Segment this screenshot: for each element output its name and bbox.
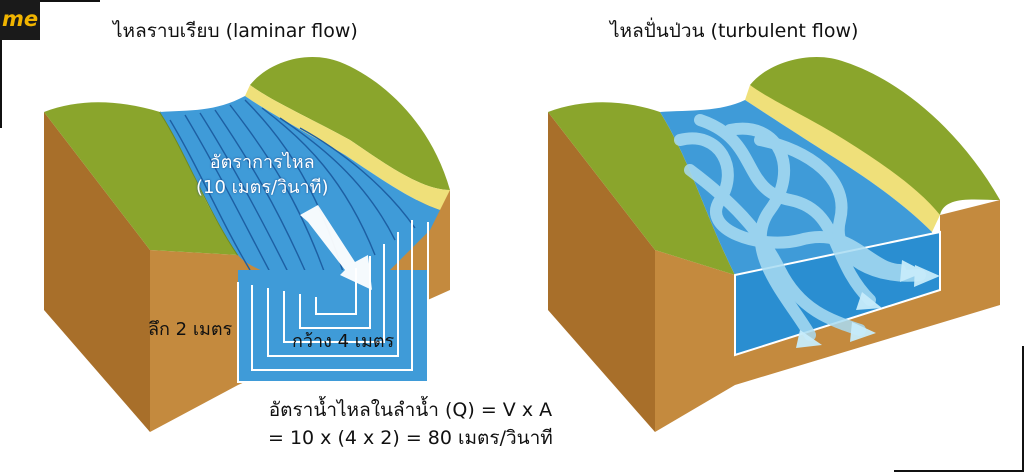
discharge-formula: อัตราน้ำไหลในลำน้ำ (Q) = V x A = 10 x (4… xyxy=(268,396,553,452)
corner-frame-line xyxy=(894,470,1024,472)
brand-logo: me xyxy=(0,0,40,40)
laminar-cross-section xyxy=(237,220,429,383)
grass-bank-right xyxy=(750,56,1000,215)
width-label: กว้าง 4 เมตร xyxy=(292,331,395,352)
flow-direction-arrow xyxy=(300,205,372,290)
grass-bank-right xyxy=(250,56,450,190)
formula-line-1: อัตราน้ำไหลในลำน้ำ (Q) = V x A xyxy=(268,399,553,421)
sand-strip xyxy=(745,85,940,232)
corner-frame-line xyxy=(0,40,2,128)
turbulent-eddies xyxy=(674,114,926,341)
sand-strip xyxy=(245,85,450,210)
flow-rate-label: อัตราการไหล (10 เมตร/วินาที) xyxy=(196,150,329,200)
grass-bank-left xyxy=(44,102,238,255)
soil-front-left xyxy=(655,250,735,432)
soil-side xyxy=(548,112,655,432)
formula-line-2: = 10 x (4 x 2) = 80 เมตร/วินาที xyxy=(268,427,553,449)
eddy-arrowheads xyxy=(796,260,940,348)
water-surface xyxy=(160,96,440,300)
soil-front-left xyxy=(150,250,238,432)
depth-label: ลึก 2 เมตร xyxy=(148,319,233,340)
grass-bank-left xyxy=(548,102,735,275)
turbulent-block xyxy=(548,56,1000,432)
flow-rate-title: อัตราการไหล xyxy=(209,152,315,173)
laminar-flow-lines xyxy=(169,99,416,296)
laminar-flow-title: ไหลราบเรียบ (laminar flow) xyxy=(113,20,358,42)
laminar-block xyxy=(44,56,450,432)
water-surface xyxy=(660,100,940,290)
turbulent-flow-title: ไหลปั่นป่วน (turbulent flow) xyxy=(610,20,859,42)
flow-rate-value: (10 เมตร/วินาที) xyxy=(196,177,329,198)
soil-side xyxy=(44,112,150,432)
corner-frame-line xyxy=(40,0,100,2)
corner-frame-line xyxy=(1022,346,1024,470)
